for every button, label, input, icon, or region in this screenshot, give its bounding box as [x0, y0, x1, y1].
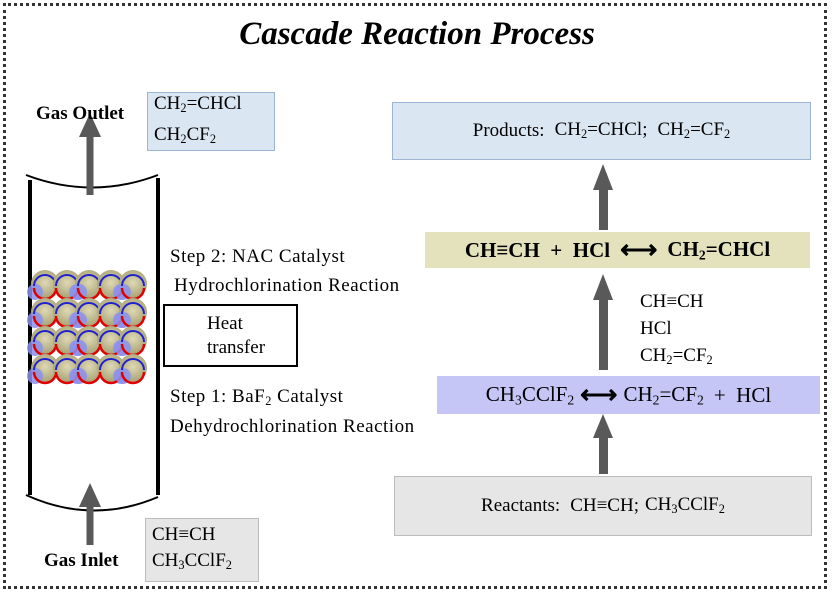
dehydro-reactant: CH3CClF2: [485, 381, 575, 408]
reactant-1: CH≡CH;: [570, 495, 639, 516]
heat-flow-arc: [32, 371, 58, 385]
diagram-title: Cascade Reaction Process: [239, 16, 595, 52]
heat-flow-arc: [120, 371, 146, 385]
gas-outlet-label: Gas Outlet: [36, 103, 125, 124]
inlet-gas-2: CH3CClF2: [152, 549, 232, 573]
reactants-box: Reactants: CH≡CH; CH3CClF2: [394, 476, 812, 536]
heat-flow-arc: [121, 302, 145, 315]
products-label: Products:: [472, 120, 545, 141]
heat-text: Heat transfer: [207, 313, 266, 358]
intermediate-1: CH≡CH: [640, 291, 704, 312]
gas-inlet-label: Gas Inlet: [44, 550, 119, 571]
flow-arrows: [593, 164, 613, 474]
reactants-label: Reactants:: [481, 495, 561, 516]
outer-frame: [3, 3, 827, 589]
step1-title: Step 1: BaF2 Catalyst: [170, 386, 344, 409]
dehydro-product: CH2=CF2: [623, 381, 704, 408]
outlet-gases-box: CH2=CHCl CH2CF2: [147, 92, 275, 151]
heat-flow-arc: [121, 358, 145, 371]
equilibrium-arrow-icon: ⟷: [620, 235, 658, 264]
heat-flow-arc: [121, 274, 145, 287]
heat-transfer-legend: Heat transfer: [163, 304, 298, 367]
outlet-gas-1: CH2=CHCl: [154, 93, 242, 116]
products-box: Products: CH2=CHCl; CH2=CF2: [392, 102, 811, 160]
intermediate-3: CH2=CF2: [640, 345, 713, 368]
dehydro-hcl: + HCl: [713, 382, 772, 407]
product-2: CH2=CF2: [657, 119, 731, 142]
step2-title: Step 2: NAC Catalyst: [170, 246, 346, 267]
inlet-arrowhead: [79, 483, 101, 507]
hydro-reactants: CH≡CH + HCl: [464, 237, 611, 262]
heat-flow-arc: [76, 371, 102, 385]
hydrochlorination-equation: CH≡CH + HCl ⟷ CH2=CHCl: [425, 232, 810, 268]
heat-flow-arc: [121, 330, 145, 343]
reactant-2: CH3CClF2: [644, 494, 725, 517]
dehydrochlorination-equation: CH3CClF2 ⟷ CH2=CF2 + HCl: [437, 376, 820, 414]
intermediates-list: CH≡CH HCl CH2=CF2: [640, 288, 713, 374]
intermediate-2: HCl: [640, 318, 672, 339]
equilibrium-arrow-icon: ⟷: [580, 380, 618, 409]
outlet-arrowhead: [79, 113, 101, 137]
product-1: CH2=CHCl;: [554, 119, 648, 142]
inlet-gases-box: CH≡CH CH3CClF2: [145, 518, 259, 582]
step2-reaction: Hydrochlorination Reaction: [174, 275, 400, 296]
hydro-product: CH2=CHCl: [667, 236, 771, 263]
catalyst-bed: [27, 270, 147, 385]
step1-reaction: Dehydrochlorination Reaction: [170, 416, 415, 437]
inlet-gas-1: CH≡CH: [152, 523, 216, 545]
outlet-gas-2: CH2CF2: [154, 123, 216, 146]
